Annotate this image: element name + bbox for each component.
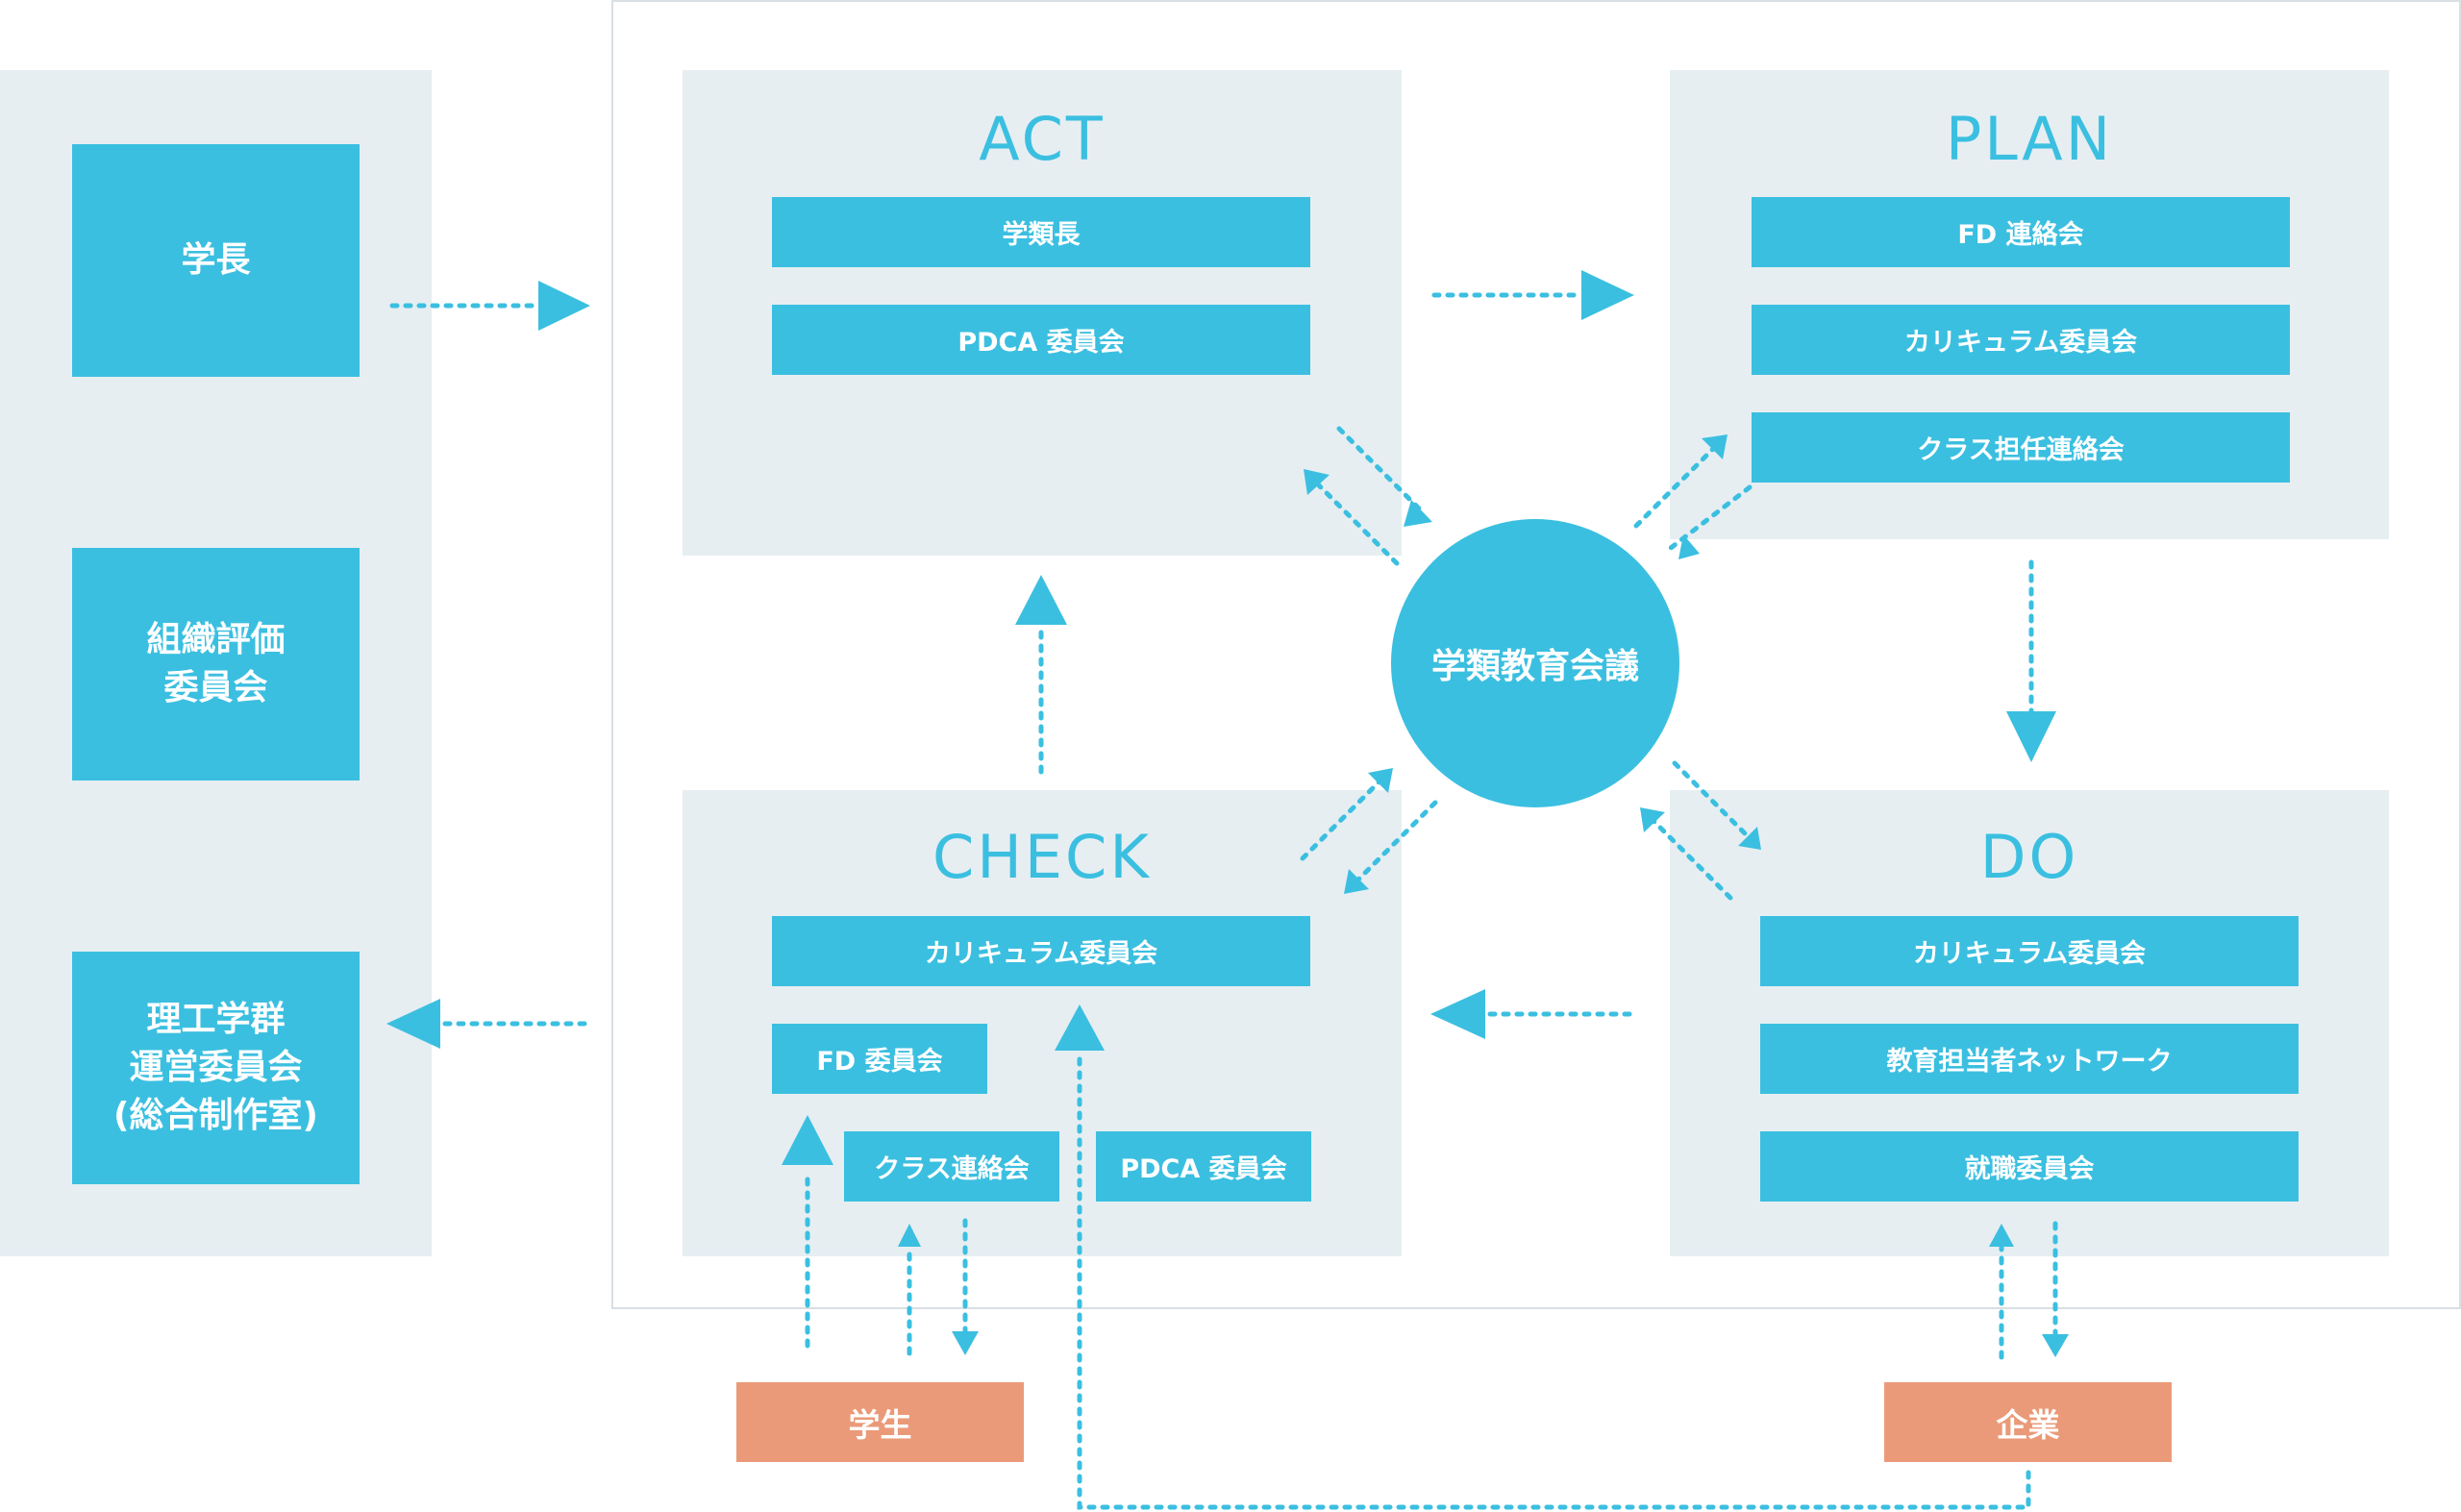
- arrow-line: [1077, 1050, 2031, 1510]
- check-item: PDCA 委員会: [1096, 1131, 1311, 1202]
- arrow-head: [1640, 807, 1665, 832]
- do-item: 教育担当者ネットワーク: [1760, 1024, 2299, 1094]
- arrow-head: [952, 1331, 979, 1355]
- arrow-head: [1304, 469, 1330, 495]
- do-item: 就職委員会: [1760, 1131, 2299, 1202]
- student-box: 学生: [736, 1382, 1024, 1462]
- president-box: 学長: [72, 144, 360, 377]
- arrow-line: [1672, 760, 1753, 841]
- plan-item: カリキュラム委員会: [1752, 305, 2290, 375]
- arrow-head: [782, 1115, 833, 1165]
- arrow-head: [386, 999, 440, 1049]
- arrow-head: [1581, 270, 1634, 320]
- check-item: FD 委員会: [772, 1024, 987, 1094]
- management-committee-box: 理工学群 運営委員会 (総合制作室): [72, 952, 360, 1184]
- arrow-head: [2006, 711, 2056, 762]
- company-box: 企業: [1884, 1382, 2172, 1462]
- arrow-head: [538, 281, 590, 331]
- arrow-head: [1404, 500, 1432, 527]
- act-item: PDCA 委員会: [772, 305, 1310, 375]
- arrow-head: [1055, 1004, 1105, 1051]
- arrow-head: [1015, 575, 1067, 625]
- education-council-circle: 学類教育会議: [1391, 519, 1679, 807]
- arrow-line: [1353, 800, 1438, 885]
- arrow-head: [1702, 434, 1728, 459]
- do-title: DO: [1979, 822, 2079, 892]
- evaluation-committee-box: 組織評価 委員会: [72, 548, 360, 781]
- arrow-line: [1633, 443, 1719, 529]
- act-item: 学類長: [772, 197, 1310, 267]
- arrow-line: [1336, 426, 1424, 513]
- check-item: カリキュラム委員会: [772, 916, 1310, 986]
- arrow-head: [1678, 534, 1700, 559]
- arrow-line: [1312, 479, 1400, 566]
- arrow-head: [1344, 869, 1369, 894]
- check-title: CHECK: [932, 822, 1153, 892]
- plan-item: FD 連絡会: [1752, 197, 2290, 267]
- arrow-head: [1738, 827, 1761, 850]
- arrow-head: [2042, 1334, 2069, 1357]
- arrow-head: [1430, 989, 1485, 1039]
- arrow-line: [1300, 777, 1384, 861]
- do-item: カリキュラム委員会: [1760, 916, 2299, 986]
- arrow-line: [1649, 816, 1733, 901]
- arrow-head: [1368, 768, 1393, 793]
- check-item: クラス連絡会: [844, 1131, 1059, 1202]
- plan-title: PLAN: [1945, 104, 2114, 174]
- act-title: ACT: [979, 104, 1106, 174]
- arrow-head: [898, 1224, 921, 1247]
- plan-item: クラス担任連絡会: [1752, 412, 2290, 483]
- arrow-head: [1989, 1224, 2014, 1247]
